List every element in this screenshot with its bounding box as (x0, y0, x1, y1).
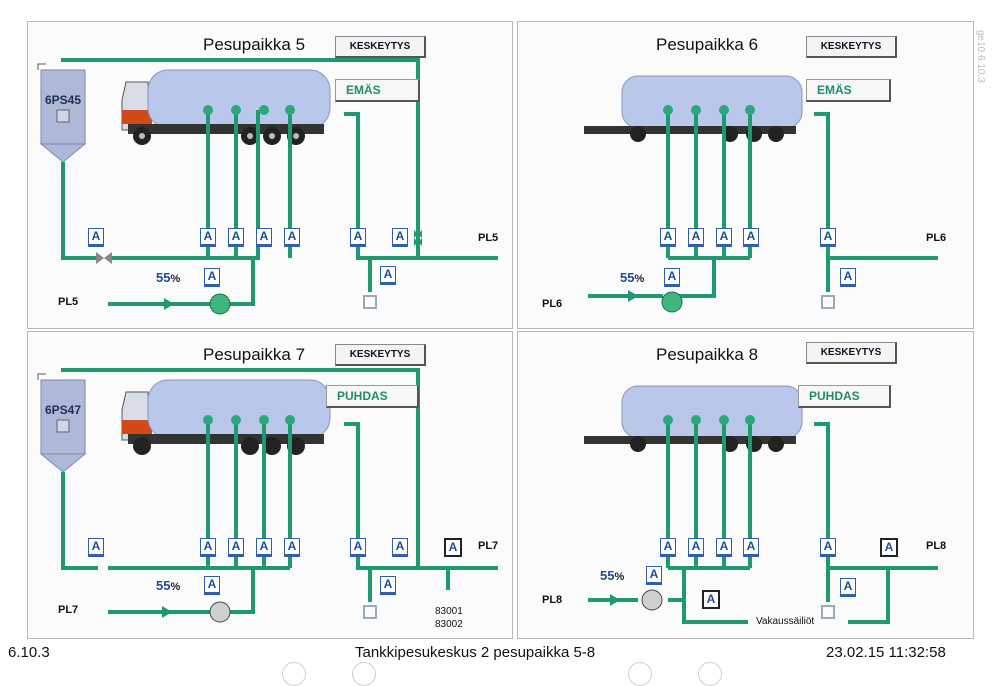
mode-puhdas-button[interactable]: PUHDAS (798, 385, 891, 408)
valve-a[interactable]: A (392, 538, 408, 557)
silo-label: 6PS47 (45, 403, 81, 417)
valve-a[interactable]: A (204, 576, 220, 595)
valve-a[interactable]: A (664, 268, 680, 287)
nav-circle-3[interactable] (628, 662, 652, 686)
valve-a[interactable]: A (660, 538, 676, 557)
code-83002: 83002 (435, 619, 463, 630)
valve-a[interactable]: A (204, 268, 220, 287)
silo-6ps45[interactable]: 6PS45 (39, 69, 87, 163)
pl-right-label: PL6 (926, 232, 947, 244)
valve-a[interactable]: A (702, 590, 720, 609)
valve-a[interactable]: A (820, 228, 836, 247)
silo-6ps47[interactable]: 6PS47 (39, 379, 87, 473)
valve-a[interactable]: A (840, 268, 856, 287)
valve-a[interactable]: A (256, 228, 272, 247)
valve-a[interactable]: A (820, 538, 836, 557)
valve-a[interactable]: A (380, 266, 396, 285)
pump-speed-unit: % (170, 273, 181, 285)
side-note: ge10.6.10.3 (975, 30, 986, 83)
keskeytys-button[interactable]: KESKEYTYS (806, 36, 897, 58)
valve-a[interactable]: A (444, 538, 462, 557)
panel-title: Pesupaikka 5 (203, 35, 306, 54)
pump-speed-readout: 55% (600, 568, 624, 583)
code-83001: 83001 (435, 606, 463, 617)
nav-circle-1[interactable] (282, 662, 306, 686)
valve-a[interactable]: A (660, 228, 676, 247)
pl-left-label: PL5 (58, 296, 79, 308)
truck (121, 379, 331, 455)
process-diagram-5: 6PS45 (37, 58, 498, 315)
pl-left-label: PL6 (542, 298, 563, 310)
mode-puhdas-button[interactable]: PUHDAS (326, 385, 419, 408)
valve-a[interactable]: A (880, 538, 898, 557)
valve-a[interactable]: A (688, 538, 704, 557)
valve-a[interactable]: A (284, 538, 300, 557)
pump-speed-value: 55 (156, 270, 171, 285)
panel-title: Pesupaikka 7 (203, 345, 306, 364)
panel-pesupaikka-5: 6PS45 Pesupaikka 5 K (27, 21, 513, 329)
pump-icon (661, 291, 683, 313)
valve-a[interactable]: A (392, 228, 408, 247)
valve-a[interactable]: A (88, 538, 104, 557)
valve-a[interactable]: A (228, 538, 244, 557)
process-diagram-7: 6PS47 (37, 368, 498, 623)
pump-speed-value: 55 (156, 578, 171, 593)
pump-speed-value: 55 (620, 270, 635, 285)
panel-pesupaikka-8: Pesupaikka 8 KESKEYTYS PUHDAS A A A A A … (517, 331, 974, 639)
valve-a[interactable]: A (284, 228, 300, 247)
valve-a[interactable]: A (688, 228, 704, 247)
footer-left: 6.10.3 (8, 644, 50, 661)
silo-label: 6PS45 (45, 93, 81, 107)
mode-emas-button[interactable]: EMÄS (335, 79, 420, 102)
valve-a[interactable]: A (743, 538, 759, 557)
pump-speed-readout: 55% (156, 270, 180, 285)
valve-a[interactable]: A (350, 228, 366, 247)
pl-right-label: PL5 (478, 232, 499, 244)
footer-center: Tankkipesukeskus 2 pesupaikka 5-8 (355, 644, 596, 661)
valve-a[interactable]: A (256, 538, 272, 557)
panel-pesupaikka-6: Pesupaikka 6 KESKEYTYS EMÄS A A A A A A … (517, 21, 974, 329)
pl-left-label: PL8 (542, 594, 563, 606)
panel-pesupaikka-7: 6PS47 Pesupaikka 7 KESKEYTYS PUHDAS A A … (27, 331, 513, 639)
valve-a[interactable]: A (743, 228, 759, 247)
valve-a[interactable]: A (380, 576, 396, 595)
valve-a[interactable]: A (200, 538, 216, 557)
nav-circle-2[interactable] (352, 662, 376, 686)
pl-right-label: PL8 (926, 540, 947, 552)
valve-a[interactable]: A (716, 538, 732, 557)
pump-speed-value: 55 (600, 568, 615, 583)
process-diagram-6 (584, 75, 938, 313)
pump-speed-readout: 55% (156, 578, 180, 593)
pump-speed-unit: % (170, 581, 181, 593)
pump-speed-unit: % (634, 273, 645, 285)
keskeytys-button[interactable]: KESKEYTYS (806, 342, 897, 364)
nav-circle-4[interactable] (698, 662, 722, 686)
pl-right-label: PL7 (478, 540, 499, 552)
valve-a[interactable]: A (350, 538, 366, 557)
valve-a[interactable]: A (716, 228, 732, 247)
valve-a[interactable]: A (200, 228, 216, 247)
pl-left-label: PL7 (58, 604, 79, 616)
pump-speed-readout: 55% (620, 270, 644, 285)
process-diagram-8 (584, 385, 938, 624)
mode-emas-button[interactable]: EMÄS (806, 79, 891, 102)
keskeytys-button[interactable]: KESKEYTYS (335, 36, 426, 58)
valve-a[interactable]: A (228, 228, 244, 247)
valve-a[interactable]: A (88, 228, 104, 247)
pump-speed-unit: % (614, 571, 625, 583)
keskeytys-button[interactable]: KESKEYTYS (335, 344, 426, 366)
pump-icon (209, 293, 231, 315)
panel-title: Pesupaikka 6 (656, 35, 759, 54)
footer-right: 23.02.15 11:32:58 (826, 644, 946, 661)
valve-a[interactable]: A (646, 566, 662, 585)
valve-a[interactable]: A (840, 578, 856, 597)
vakaussailiot-label: Vakaussäiliöt (756, 616, 815, 627)
pump-icon (641, 589, 663, 611)
truck (121, 69, 331, 145)
panel-title: Pesupaikka 8 (656, 345, 759, 364)
pump-icon (209, 601, 231, 623)
